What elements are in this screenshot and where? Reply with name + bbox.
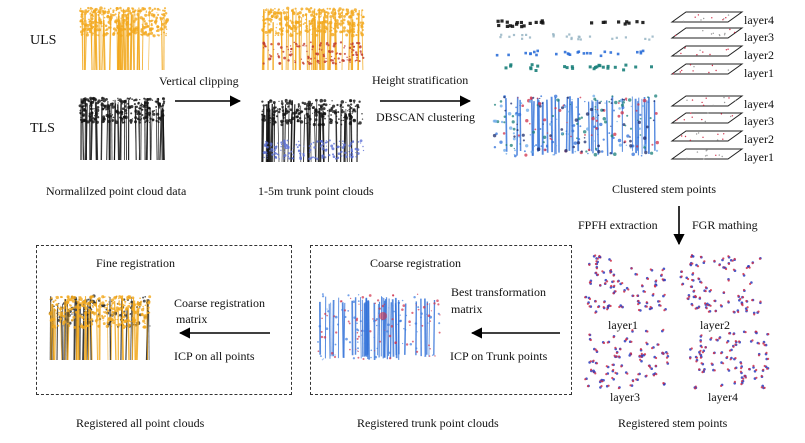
caption-clustered: Clustered stem points xyxy=(612,182,716,196)
tls-label: TLS xyxy=(30,121,55,136)
best-transformation-label: Best transformation xyxy=(451,285,546,299)
coarse-registration-box xyxy=(310,245,572,395)
registered-stem-layers xyxy=(584,254,770,390)
fine-registration-box xyxy=(36,245,292,395)
uls-layer4-label: layer4 xyxy=(744,13,774,27)
best-transformation-matrix-label: matrix xyxy=(451,302,483,316)
uls-layer3-label: layer3 xyxy=(744,30,774,44)
vertical-clipping-label: Vertical clipping xyxy=(159,74,239,88)
icp-all-label: ICP on all points xyxy=(174,349,255,363)
fpfh-extraction-label: FPFH extraction xyxy=(578,218,658,232)
uls-label: ULS xyxy=(30,33,57,48)
uls-clustered-stems xyxy=(495,19,654,72)
registered-layer3-label: layer3 xyxy=(610,390,640,404)
caption-registered-trunk: Registered trunk point clouds xyxy=(357,416,499,430)
registered-layer1-label: layer1 xyxy=(608,318,638,332)
tls-layer2-label: layer2 xyxy=(744,132,774,146)
fgr-matching-label: FGR mathing xyxy=(692,218,758,232)
registered-trunk-cloud xyxy=(317,293,441,361)
caption-registered-all: Registered all point clouds xyxy=(76,416,205,430)
uls-trunk-cloud xyxy=(261,6,365,71)
registered-layer2-label: layer2 xyxy=(700,318,730,332)
tls-clustered-stems xyxy=(492,94,659,158)
caption-normalized: Normalilzed point cloud data xyxy=(46,184,187,198)
tls-layer3-label: layer3 xyxy=(744,114,774,128)
layer-planes xyxy=(670,11,744,160)
icp-trunk-label: ICP on Trunk points xyxy=(450,349,548,363)
dbscan-clustering-label: DBSCAN clustering xyxy=(376,110,475,124)
coarse-matrix-matrix-label: matrix xyxy=(176,312,208,326)
tls-layer1-label: layer1 xyxy=(744,150,774,164)
tls-trunk-cloud xyxy=(261,98,365,163)
coarse-matrix-label: Coarse registration xyxy=(174,296,265,310)
coarse-registration-title: Coarse registration xyxy=(370,256,461,270)
registered-all-cloud xyxy=(48,294,152,361)
uls-layer1-label: layer1 xyxy=(744,66,774,80)
registered-layer4-label: layer4 xyxy=(708,390,738,404)
tls-layer4-label: layer4 xyxy=(744,97,774,111)
caption-trunk: 1-5m trunk point clouds xyxy=(258,184,374,198)
fine-registration-title: Fine registration xyxy=(96,256,175,270)
uls-layer2-label: layer2 xyxy=(744,48,774,62)
caption-registered-stem: Registered stem points xyxy=(618,416,728,430)
uls-normalized-cloud xyxy=(79,6,170,71)
height-stratification-label: Height stratification xyxy=(372,73,469,87)
tls-normalized-cloud xyxy=(78,96,166,161)
